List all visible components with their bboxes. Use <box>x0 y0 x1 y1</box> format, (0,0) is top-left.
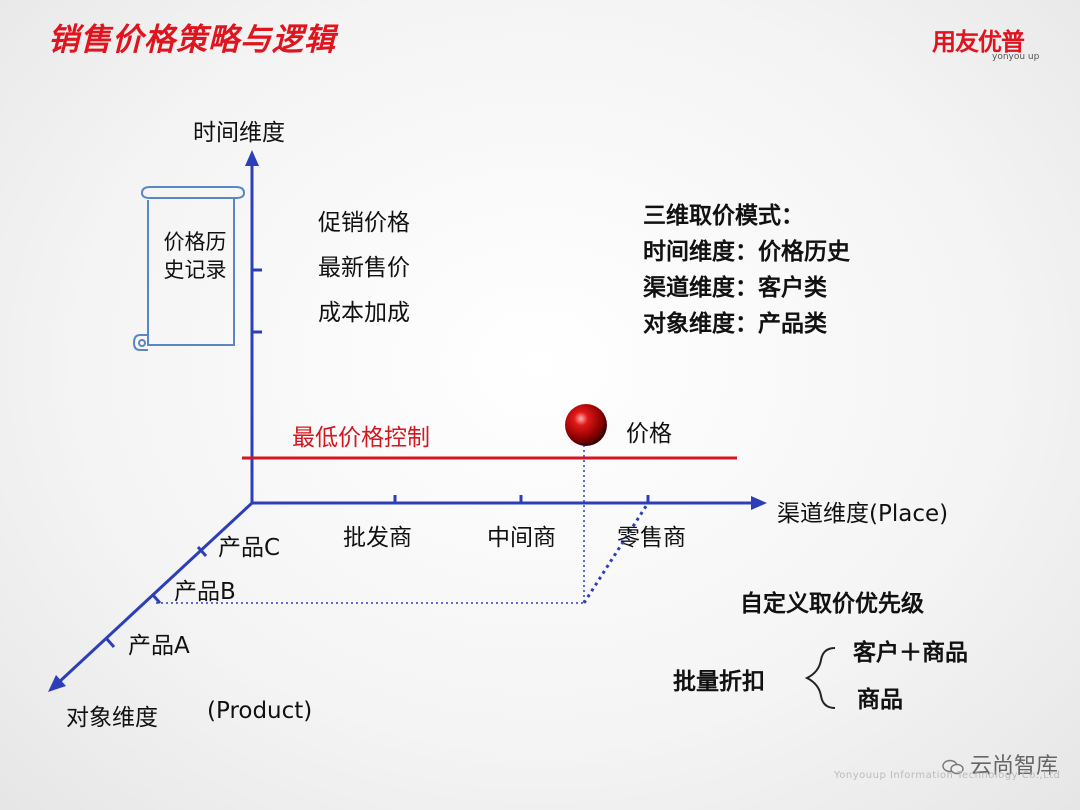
object-axis-tick <box>196 546 208 557</box>
mode-line: 时间维度：价格历史 <box>643 239 850 265</box>
place-axis-label: 渠道维度(Place) <box>777 501 949 527</box>
product-label: 产品A <box>128 633 190 659</box>
min-price-label: 最低价格控制 <box>292 425 430 451</box>
priority-option: 商品 <box>857 687 903 713</box>
slide-title: 销售价格策略与逻辑 <box>48 22 336 58</box>
mode-line: 对象维度：产品类 <box>643 311 827 337</box>
time-axis-label: 时间维度 <box>193 120 285 146</box>
mode-heading: 三维取价模式： <box>643 203 804 229</box>
product-label: 产品B <box>174 579 236 605</box>
channel-label: 批发商 <box>343 525 412 551</box>
priority-option: 客户＋商品 <box>853 640 968 666</box>
price-history-scroll-label: 价格历史记录 <box>163 230 227 282</box>
object-axis-tick <box>150 593 162 604</box>
object-axis-label: 对象维度 <box>66 705 158 731</box>
product-label: 产品C <box>218 535 281 561</box>
place-axis-arrow <box>751 496 767 510</box>
watermark-text: 云尚智库 <box>969 754 1058 779</box>
price-point-sphere <box>565 404 607 446</box>
scroll-shape <box>132 186 246 351</box>
channel-label: 零售商 <box>617 525 686 551</box>
logo-text: 用友优普 <box>932 28 1025 56</box>
time-item: 最新售价 <box>318 255 410 281</box>
object-axis <box>56 501 254 685</box>
company-logo: 用友优普 yonyou up <box>932 22 1044 64</box>
logo-subtext: yonyou up <box>992 52 1040 62</box>
object-axis-tick <box>104 637 116 648</box>
time-item: 促销价格 <box>318 210 410 236</box>
priority-left-label: 批量折扣 <box>673 669 765 695</box>
object-axis-arrow <box>48 675 66 692</box>
object-axis-label-en: (Product) <box>207 698 313 724</box>
watermark: 云尚智库 <box>942 748 1058 780</box>
footer-text: Yonyouup Information Technology Co.,Ltd <box>834 770 1061 781</box>
channel-label: 中间商 <box>487 525 556 551</box>
price-point-label: 价格 <box>626 421 672 447</box>
wechat-icon <box>942 759 964 775</box>
priority-brace <box>804 647 836 709</box>
mode-line: 渠道维度：客户类 <box>643 275 827 301</box>
projection-line <box>582 502 650 604</box>
time-axis-arrow <box>245 150 259 166</box>
time-item: 成本加成 <box>318 300 410 326</box>
priority-heading: 自定义取价优先级 <box>740 591 924 617</box>
